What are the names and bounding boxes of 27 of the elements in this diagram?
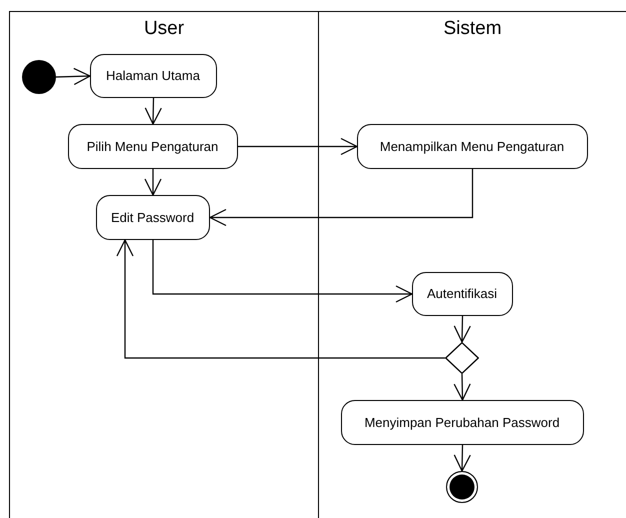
activity-label: Edit Password	[110, 210, 194, 224]
final-node	[446, 470, 478, 502]
control-flow-arrow	[144, 98, 162, 125]
control-flow-arrow	[238, 138, 358, 156]
control-flow-arrow	[144, 169, 162, 196]
activity-label: Autentifikasi	[426, 286, 498, 301]
activity-box	[340, 400, 584, 444]
lane-title: User	[144, 18, 184, 40]
lane-title: Sistem	[443, 18, 502, 40]
activity-label: Menampilkan Menu Pengaturan	[380, 138, 564, 154]
control-flow-arrow	[116, 239, 445, 359]
control-flow-arrow	[209, 169, 474, 226]
control-flow-arrow	[454, 316, 471, 343]
initial-node	[22, 60, 56, 94]
activity-label: Menyimpan Perubahan Password	[364, 414, 560, 430]
control-flow-arrow	[454, 374, 471, 401]
control-flow-arrow	[152, 240, 413, 303]
activity-box	[356, 124, 588, 168]
activity-label: Halaman Utama	[106, 68, 200, 83]
activity-box	[90, 54, 216, 98]
activity-box	[412, 272, 512, 316]
activity-box	[68, 124, 238, 168]
decision-diamond	[444, 342, 478, 374]
activity-box	[96, 194, 210, 240]
control-flow-arrow	[56, 68, 91, 86]
control-flow-arrow	[454, 444, 471, 472]
activity-label: Pilih Menu Pengaturan	[86, 138, 218, 154]
